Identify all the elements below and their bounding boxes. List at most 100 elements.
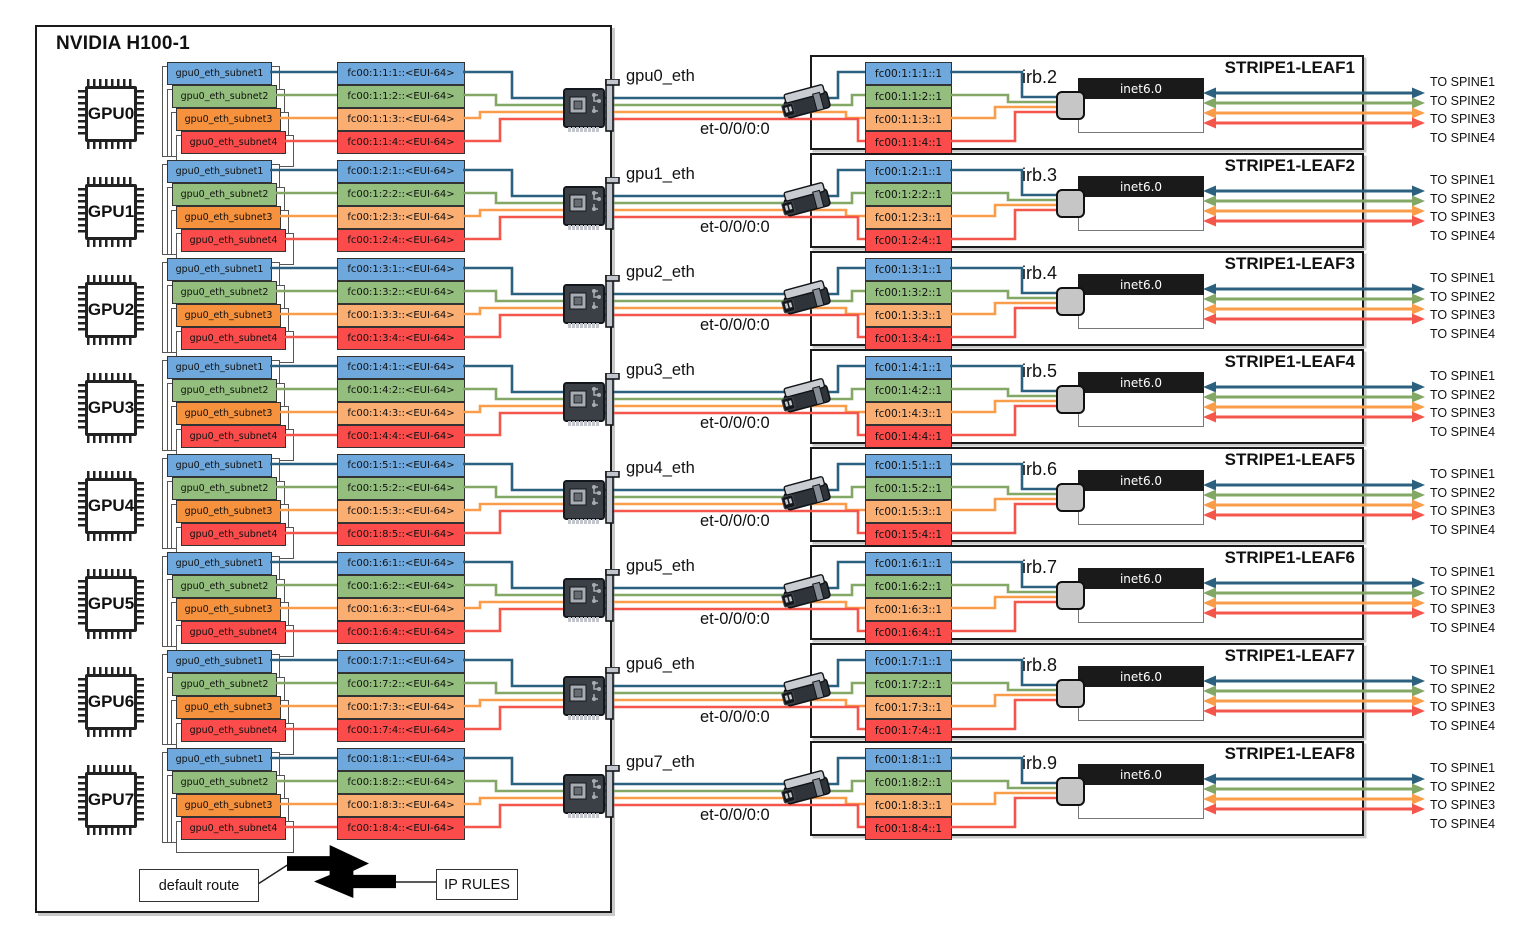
- leaf-address-box: fc00:1:2:4::1: [865, 229, 952, 252]
- address-box: fc00:1:3:4::<EUI-64>: [337, 327, 465, 350]
- address-box: fc00:1:2:3::<EUI-64>: [337, 206, 465, 229]
- inet6-table-body: [1078, 99, 1204, 133]
- spine-labels: TO SPINE1 TO SPINE2 TO SPINE3 TO SPINE4: [1430, 759, 1495, 833]
- port-label: et-0/0/0:0: [700, 610, 770, 628]
- chip-pins-top: [87, 177, 135, 185]
- spine-label: TO SPINE3: [1430, 406, 1496, 420]
- leaf-address-box: fc00:1:5:1::1: [865, 454, 952, 477]
- spine-label: TO SPINE4: [1430, 424, 1496, 439]
- inet6-table-header: inet6.0: [1078, 176, 1204, 197]
- leaf-address-box: fc00:1:8:3::1: [865, 794, 952, 817]
- gpu-label: GPU0: [85, 86, 137, 142]
- arrowhead-left: [1203, 499, 1216, 511]
- spine-label: TO SPINE2: [1430, 191, 1496, 206]
- arrowhead-left: [1203, 675, 1216, 687]
- arrowhead-left: [1203, 107, 1216, 119]
- irb-label: irb.7: [1022, 557, 1058, 577]
- gpu-eth-label: gpu5_eth: [626, 557, 695, 575]
- spine-label: TO SPINE4: [1430, 522, 1496, 537]
- address-box: fc00:1:5:1::<EUI-64>: [337, 454, 465, 477]
- arrowhead-right: [1412, 685, 1425, 697]
- subnet-box: gpu0_eth_subnet2: [172, 85, 277, 108]
- leaf-address-box: fc00:1:3:3::1: [865, 304, 952, 327]
- chip-pins-left: [78, 384, 86, 432]
- chip-pins-left: [78, 188, 86, 236]
- irb-port-icon: [1056, 385, 1085, 414]
- address-box: fc00:1:4:4::<EUI-64>: [337, 425, 465, 448]
- link-line: [285, 698, 1058, 731]
- inet6-table-header: inet6.0: [1078, 274, 1204, 295]
- chip-pins-left: [78, 482, 86, 530]
- leaf-address-box: fc00:1:2:2::1: [865, 183, 952, 206]
- spine-label: TO SPINE4: [1430, 718, 1496, 733]
- subnet-box: gpu0_eth_subnet1: [167, 258, 272, 281]
- address-box: fc00:1:1:2::<EUI-64>: [337, 85, 465, 108]
- leaf-address-box: fc00:1:2:3::1: [865, 206, 952, 229]
- address-box: fc00:1:6:3::<EUI-64>: [337, 598, 465, 621]
- arrowhead-left: [1203, 479, 1216, 491]
- chip-pins-top: [87, 667, 135, 675]
- address-box: fc00:1:4:2::<EUI-64>: [337, 379, 465, 402]
- chip-pins-top: [87, 765, 135, 773]
- nic-card-icon: [563, 275, 620, 328]
- spine-labels: TO SPINE1 TO SPINE2 TO SPINE3 TO SPINE4: [1430, 171, 1495, 245]
- subnet-box: gpu0_eth_subnet2: [172, 477, 277, 500]
- link-line: [270, 560, 1058, 590]
- arrowhead-right: [1412, 793, 1425, 805]
- spine-label: TO SPINE1: [1430, 369, 1496, 383]
- leaf-address-box: fc00:1:1:2::1: [865, 85, 952, 108]
- address-box: fc00:1:6:1::<EUI-64>: [337, 552, 465, 575]
- chip-pins-right: [136, 90, 144, 138]
- address-box: fc00:1:4:1::<EUI-64>: [337, 356, 465, 379]
- gpu-eth-label: gpu1_eth: [626, 165, 695, 183]
- inet6-table: inet6.0: [1078, 568, 1204, 623]
- arrowhead-right: [1412, 391, 1425, 403]
- spine-label: TO SPINE1: [1430, 75, 1496, 89]
- arrowhead-left: [1203, 607, 1216, 619]
- arrowhead-right: [1412, 381, 1425, 393]
- address-box: fc00:1:3:2::<EUI-64>: [337, 281, 465, 304]
- irb-label: irb.6: [1022, 459, 1058, 479]
- inet6-table-body: [1078, 589, 1204, 623]
- nic-card-icon: [563, 79, 620, 132]
- port-label: et-0/0/0:0: [700, 414, 770, 432]
- chip-pins-top: [87, 275, 135, 283]
- gpu-eth-label: gpu6_eth: [626, 655, 695, 673]
- link-line: [270, 266, 1058, 296]
- subnet-box: gpu0_eth_subnet1: [167, 748, 272, 771]
- inet6-table-body: [1078, 295, 1204, 329]
- arrowhead-left: [1203, 411, 1216, 423]
- arrowhead-right: [1412, 401, 1425, 413]
- link-line: [285, 306, 1058, 339]
- chip-pins-bottom: [87, 141, 135, 149]
- arrowhead-right: [1412, 803, 1425, 815]
- leaf-address-box: fc00:1:6:4::1: [865, 621, 952, 644]
- link-line: [280, 497, 1058, 512]
- subnet-box: gpu0_eth_subnet2: [172, 183, 277, 206]
- transceiver-icon: [781, 280, 831, 315]
- leaf-address-box: fc00:1:6:3::1: [865, 598, 952, 621]
- subnet-box: gpu0_eth_subnet2: [172, 673, 277, 696]
- spine-label: TO SPINE1: [1430, 761, 1496, 775]
- subnet-box: gpu0_eth_subnet1: [167, 552, 272, 575]
- leaf-address-box: fc00:1:7:3::1: [865, 696, 952, 719]
- subnet-box: gpu0_eth_subnet2: [172, 281, 277, 304]
- spine-labels: TO SPINE1 TO SPINE2 TO SPINE3 TO SPINE4: [1430, 367, 1495, 441]
- arrowhead-right: [1412, 411, 1425, 423]
- arrowhead-left: [1203, 401, 1216, 413]
- irb-label: irb.5: [1022, 361, 1058, 381]
- inet6-table-header: inet6.0: [1078, 666, 1204, 687]
- inet6-table: inet6.0: [1078, 470, 1204, 525]
- arrowhead-right: [1412, 695, 1425, 707]
- leaf-address-box: fc00:1:7:2::1: [865, 673, 952, 696]
- nic-card-icon: [563, 373, 620, 426]
- chip-pins-bottom: [87, 827, 135, 835]
- link-line: [270, 756, 1058, 786]
- subnet-box: gpu0_eth_subnet1: [167, 454, 272, 477]
- chip-pins-right: [136, 188, 144, 236]
- subnet-box: gpu0_eth_subnet3: [176, 500, 281, 523]
- leaf-address-box: fc00:1:5:3::1: [865, 500, 952, 523]
- inet6-table-header: inet6.0: [1078, 568, 1204, 589]
- link-line: [280, 301, 1058, 316]
- link-line: [285, 110, 1058, 143]
